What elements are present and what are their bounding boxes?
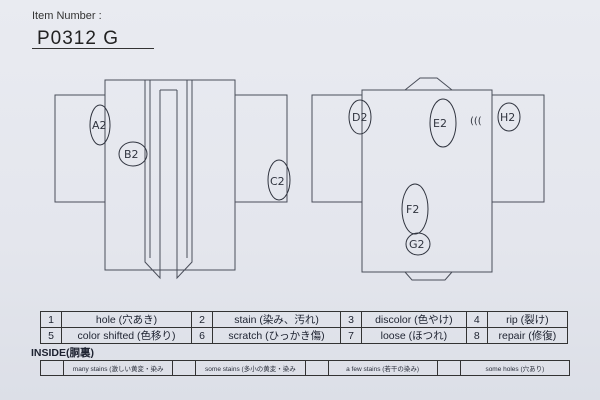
mark-d: D2	[352, 111, 367, 124]
back-right-sleeve	[491, 94, 545, 203]
mark-c: C2	[270, 175, 285, 188]
defect-legend-table: 1 hole (穴あき) 2 stain (染み、汚れ) 3 discolor …	[40, 311, 569, 344]
inside-cell: many stains (激しい黄変・染み	[64, 361, 174, 375]
front-right-sleeve	[234, 94, 288, 203]
legend-num: 5	[40, 327, 62, 344]
front-view-diagram	[54, 79, 288, 280]
mark-tick: (((	[470, 116, 482, 127]
inside-cell: some stains (多小の黄変・染み	[196, 361, 306, 375]
garment-diagrams: A2 B2 C2 D2 E2 ((( F2 G2 H2	[54, 77, 545, 281]
front-collar-left	[144, 80, 161, 280]
inside-checkbox	[41, 361, 64, 375]
legend-num: 8	[465, 327, 488, 344]
back-collar-bottom	[404, 271, 453, 281]
mark-e-circle	[429, 98, 457, 148]
inside-checkbox	[438, 361, 461, 375]
legend-text: stain (染み、汚れ)	[212, 311, 341, 328]
mark-c-circle	[267, 159, 291, 201]
legend-num: 6	[191, 327, 214, 344]
front-collar-right	[176, 80, 193, 280]
legend-num: 3	[340, 311, 362, 328]
mark-b: B2	[124, 148, 139, 161]
legend-row: 5 color shifted (色移り) 6 scratch (ひっかき傷) …	[40, 327, 569, 344]
front-body	[104, 79, 236, 271]
item-number-underline	[32, 48, 154, 49]
mark-h-circle	[497, 102, 521, 132]
back-collar-top	[404, 77, 453, 91]
legend-num: 1	[40, 311, 62, 328]
inside-checkbox	[306, 361, 329, 375]
inside-checkbox	[173, 361, 197, 375]
legend-text: scratch (ひっかき傷)	[212, 327, 341, 344]
legend-num: 4	[465, 311, 488, 328]
legend-row: 1 hole (穴あき) 2 stain (染み、汚れ) 3 discolor …	[40, 311, 569, 328]
mark-b-circle	[118, 141, 148, 167]
item-number-label: Item Number :	[32, 10, 102, 22]
legend-text: repair (修復)	[486, 327, 569, 344]
legend-text: rip (裂け)	[486, 311, 569, 328]
legend-text: loose (ほつれ)	[361, 327, 467, 344]
mark-f: F2	[406, 203, 419, 216]
mark-a-circle	[89, 104, 111, 146]
legend-num: 7	[340, 327, 362, 344]
front-left-sleeve	[54, 94, 106, 203]
legend-num: 2	[191, 311, 214, 328]
inside-cell: some holes (穴あり)	[485, 366, 545, 373]
mark-g: G2	[409, 238, 425, 251]
mark-a: A2	[92, 119, 107, 132]
back-view-diagram	[311, 77, 545, 281]
inside-condition-row: many stains (激しい黄変・染み some stains (多小の黄変…	[40, 360, 570, 376]
mark-g-circle	[405, 232, 431, 256]
inside-cell: a few stains (若干の染み)	[329, 361, 438, 375]
mark-d-circle	[348, 99, 372, 135]
mark-h: H2	[500, 111, 515, 124]
legend-text: discolor (色やけ)	[361, 311, 467, 328]
inside-section-title: INSIDE(胴裏)	[31, 347, 94, 359]
item-number-value: P0312 G	[37, 28, 119, 49]
legend-text: hole (穴あき)	[60, 311, 193, 328]
mark-f-circle	[401, 183, 429, 235]
legend-text: color shifted (色移り)	[60, 327, 193, 344]
mark-e: E2	[433, 117, 447, 130]
